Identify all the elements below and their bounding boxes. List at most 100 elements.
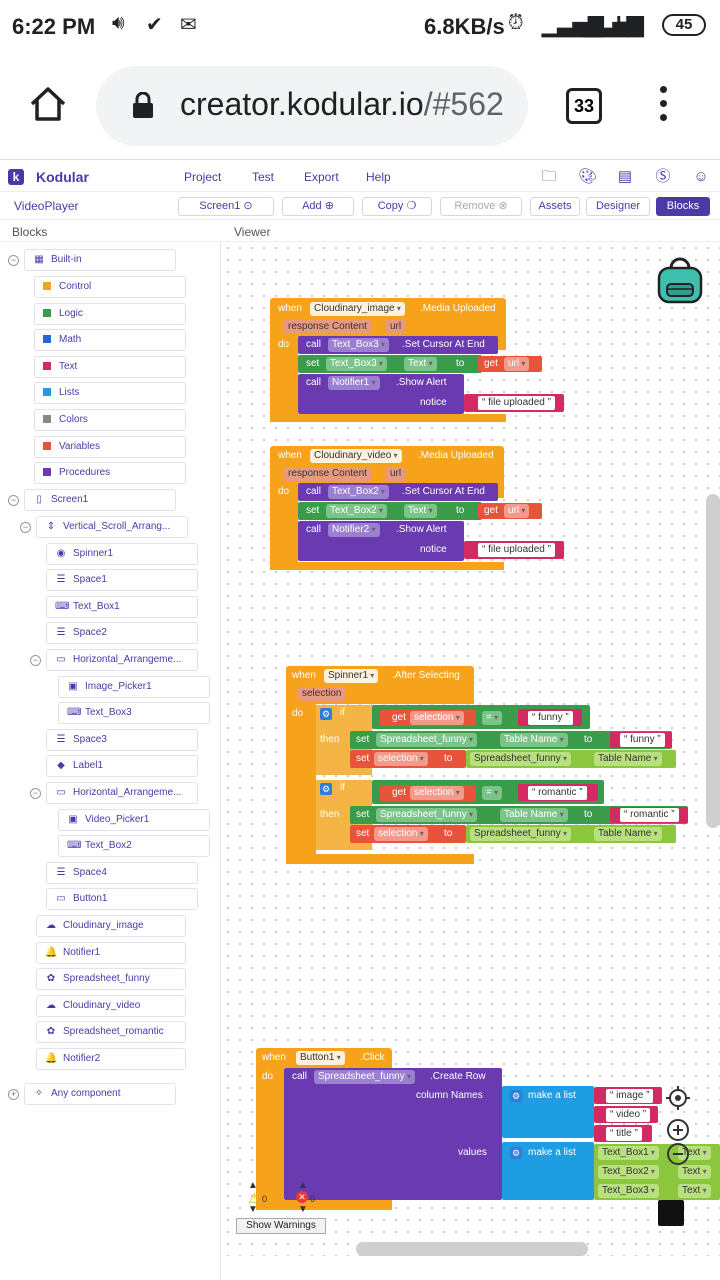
error-nav-down-icon[interactable]: ▼ bbox=[298, 1204, 308, 1215]
menu-export[interactable]: Export bbox=[304, 170, 339, 184]
sheet-dropdown-4[interactable]: Spreadsheet_funny bbox=[470, 827, 571, 841]
tree-builtin-colors[interactable]: Colors bbox=[34, 409, 186, 431]
vertical-scrollbar[interactable] bbox=[706, 494, 720, 828]
param-selection[interactable]: selection bbox=[298, 687, 346, 701]
menu-test[interactable]: Test bbox=[252, 170, 275, 184]
tree-any-component[interactable]: ✧Any component bbox=[24, 1083, 176, 1105]
column-title[interactable]: “ title ” bbox=[606, 1127, 642, 1141]
zoom-out-icon[interactable] bbox=[666, 1142, 690, 1166]
component-dropdown[interactable]: Button1 bbox=[296, 1051, 345, 1065]
blocks-button[interactable]: Blocks bbox=[656, 197, 710, 216]
table-name-value-2[interactable]: “ romantic ” bbox=[620, 808, 679, 822]
sheet-dropdown-3[interactable]: Spreadsheet_funny bbox=[376, 808, 477, 822]
set-target-dropdown[interactable]: Text_Box3 bbox=[326, 357, 387, 371]
notice-text[interactable]: “ file uploaded ” bbox=[478, 396, 555, 410]
collapse-builtin-toggle[interactable]: − bbox=[8, 255, 19, 266]
compare-value[interactable]: “ funny ” bbox=[528, 711, 573, 725]
value-textbox2[interactable]: Text_Box2 bbox=[598, 1165, 659, 1179]
param-url[interactable]: url bbox=[386, 320, 406, 334]
trash-icon[interactable] bbox=[658, 1200, 684, 1226]
designer-button[interactable]: Designer bbox=[586, 197, 650, 216]
compare-op-dropdown-2[interactable]: = bbox=[482, 786, 503, 800]
notifier-dropdown[interactable]: Notifier2 bbox=[328, 523, 380, 537]
get-var-dropdown[interactable]: url bbox=[504, 357, 530, 371]
table-name-value[interactable]: “ funny ” bbox=[620, 733, 665, 747]
assets-button[interactable]: Assets bbox=[530, 197, 580, 216]
warning-nav-down-icon[interactable]: ▼ bbox=[248, 1204, 258, 1215]
add-button[interactable]: Add ⊕ bbox=[282, 197, 354, 216]
tree-builtin[interactable]: ▦Built-in bbox=[24, 249, 176, 271]
component-dropdown[interactable]: Cloudinary_image bbox=[310, 302, 405, 316]
tree-component-15[interactable]: ☁Cloudinary_image bbox=[36, 915, 186, 937]
tree-component-11[interactable]: ▣Video_Picker1 bbox=[58, 808, 210, 831]
tree-component-4[interactable]: ☰Space2 bbox=[46, 622, 198, 645]
backpack-icon[interactable] bbox=[655, 256, 705, 306]
get-var-dropdown[interactable]: selection bbox=[410, 711, 464, 725]
column-image[interactable]: “ image ” bbox=[606, 1089, 654, 1103]
textbox-dropdown[interactable]: Text_Box3 bbox=[328, 338, 389, 352]
set-target-dropdown[interactable]: Text_Box2 bbox=[326, 504, 387, 518]
tree-component-12[interactable]: ⌨Text_Box2 bbox=[58, 835, 210, 858]
tree-component-20[interactable]: 🔔Notifier2 bbox=[36, 1048, 186, 1070]
recenter-icon[interactable] bbox=[666, 1086, 690, 1110]
projects-folder-icon[interactable]: 🗀︎ bbox=[541, 168, 557, 185]
palette-icon[interactable]: 🎨︎ bbox=[578, 168, 598, 185]
set-var-dropdown-2[interactable]: selection bbox=[374, 827, 428, 841]
value-textbox1[interactable]: Text_Box1 bbox=[598, 1146, 659, 1160]
home-icon[interactable] bbox=[28, 84, 68, 124]
tree-component-1[interactable]: ◉Spinner1 bbox=[46, 542, 198, 565]
tree-component-18[interactable]: ☁Cloudinary_video bbox=[36, 994, 186, 1017]
tree-component-10[interactable]: ▭Horizontal_Arrangeme... bbox=[46, 782, 198, 804]
column-video[interactable]: “ video ” bbox=[606, 1108, 651, 1122]
value-textbox3[interactable]: Text_Box3 bbox=[598, 1184, 659, 1198]
tab-switcher-button[interactable]: 33 bbox=[566, 88, 602, 124]
set-prop-dropdown[interactable]: Text bbox=[404, 357, 437, 371]
collapse-screen1-toggle[interactable]: − bbox=[8, 495, 19, 506]
set-prop-dropdown[interactable]: Text bbox=[404, 504, 437, 518]
collapse-toggle-10[interactable]: − bbox=[30, 788, 41, 799]
value-prop3[interactable]: Text bbox=[678, 1184, 711, 1198]
account-icon[interactable]: ☺︎ bbox=[693, 168, 709, 185]
expand-any-toggle[interactable]: + bbox=[8, 1089, 19, 1100]
tree-component-16[interactable]: 🔔Notifier1 bbox=[36, 941, 186, 964]
component-dropdown[interactable]: Cloudinary_video bbox=[310, 449, 402, 463]
get-var-dropdown-2[interactable]: selection bbox=[410, 786, 464, 800]
dollar-icon[interactable]: Ⓢ bbox=[655, 168, 671, 185]
tree-component-0[interactable]: ⇕Vertical_Scroll_Arrang... bbox=[36, 516, 188, 538]
warning-nav-up-icon[interactable]: ▲ bbox=[248, 1180, 258, 1191]
blocks-workspace[interactable]: when Cloudinary_image .Media Uploaded re… bbox=[222, 242, 720, 1256]
tree-component-9[interactable]: ◆Label1 bbox=[46, 755, 198, 778]
mutator-gear-icon[interactable]: ⚙ bbox=[320, 708, 332, 720]
tree-builtin-text[interactable]: Text bbox=[34, 355, 186, 378]
browser-menu-icon[interactable] bbox=[660, 86, 668, 126]
copy-button[interactable]: Copy ❍ bbox=[362, 197, 432, 216]
tree-builtin-procedures[interactable]: Procedures bbox=[34, 462, 186, 485]
docs-icon[interactable]: ▤ bbox=[617, 168, 633, 185]
param-response[interactable]: response Content bbox=[284, 467, 371, 481]
collapse-toggle-5[interactable]: − bbox=[30, 655, 41, 666]
sheet-dropdown[interactable]: Spreadsheet_funny bbox=[314, 1070, 415, 1084]
tree-builtin-math[interactable]: Math bbox=[34, 329, 186, 352]
screen-select[interactable]: Screen1 ⊙ bbox=[178, 197, 274, 216]
tree-builtin-variables[interactable]: Variables bbox=[34, 435, 186, 458]
notifier-dropdown[interactable]: Notifier1 bbox=[328, 376, 380, 390]
textbox-dropdown[interactable]: Text_Box2 bbox=[328, 485, 389, 499]
url-text[interactable]: creator.kodular.io/#562 bbox=[180, 86, 504, 123]
tree-component-2[interactable]: ☰Space1 bbox=[46, 569, 198, 592]
tree-component-8[interactable]: ☰Space3 bbox=[46, 728, 198, 751]
param-url[interactable]: url bbox=[386, 467, 406, 481]
tree-component-6[interactable]: ▣Image_Picker1 bbox=[58, 675, 210, 698]
sheet-dropdown-2[interactable]: Spreadsheet_funny bbox=[470, 752, 571, 766]
error-nav-up-icon[interactable]: ▲ bbox=[298, 1180, 308, 1191]
param-response[interactable]: response Content bbox=[284, 320, 371, 334]
tree-component-13[interactable]: ☰Space4 bbox=[46, 861, 198, 884]
zoom-in-icon[interactable] bbox=[666, 1118, 690, 1142]
set-var-dropdown[interactable]: selection bbox=[374, 752, 428, 766]
tree-component-3[interactable]: ⌨Text_Box1 bbox=[46, 595, 198, 618]
tree-component-14[interactable]: ▭Button1 bbox=[46, 888, 198, 911]
list-mutator-icon[interactable]: ⚙ bbox=[510, 1090, 522, 1102]
list-mutator-icon-2[interactable]: ⚙ bbox=[510, 1147, 522, 1159]
value-prop2[interactable]: Text bbox=[678, 1165, 711, 1179]
tree-screen1[interactable]: ▯Screen1 bbox=[24, 489, 176, 511]
tree-builtin-logic[interactable]: Logic bbox=[34, 302, 186, 325]
